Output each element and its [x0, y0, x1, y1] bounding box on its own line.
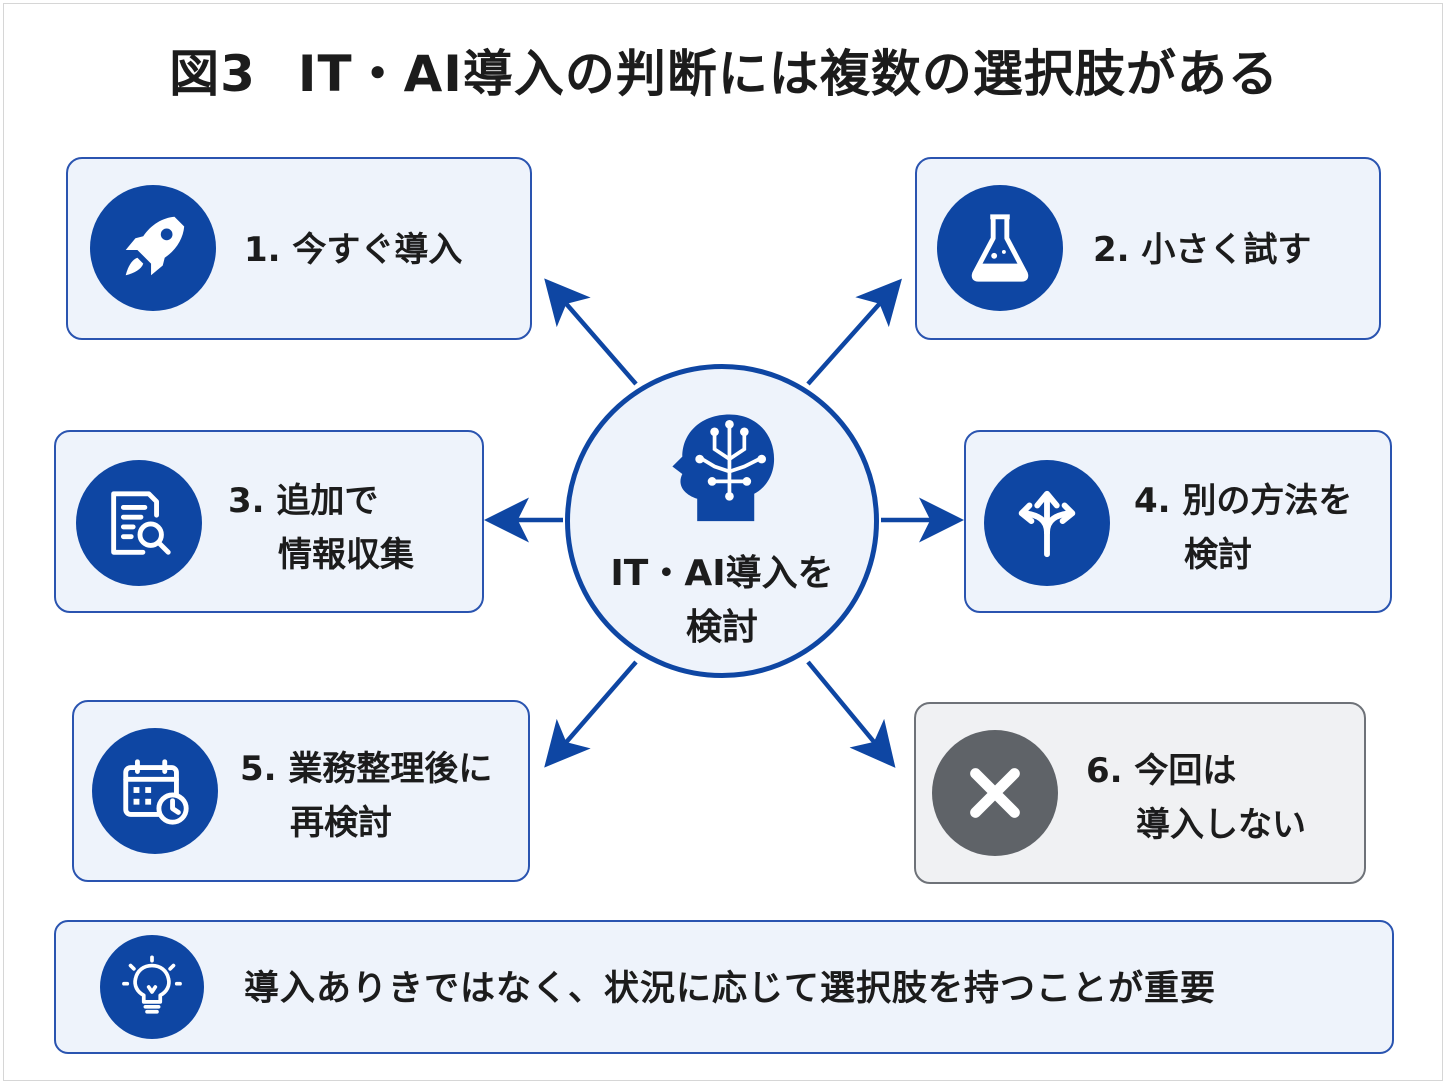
- option-card-5: 5. 業務整理後に 再検討: [72, 700, 530, 882]
- arrow-to-option-5: [544, 660, 638, 768]
- option-2-label: 2. 小さく試す: [1093, 230, 1312, 270]
- option-card-1: 1. 今すぐ導入: [66, 157, 532, 340]
- key-message-text: 導入ありきではなく、状況に応じて選択肢を持つことが重要: [244, 969, 1217, 1009]
- figure-label: 図3: [169, 45, 256, 103]
- option-6-label-line2: 導入しない: [1136, 805, 1306, 845]
- center-label-line1: IT・AI導入を: [610, 553, 834, 594]
- option-4-label-line1: 4. 別の方法を: [1134, 481, 1353, 521]
- option-card-3: 3. 追加で 情報収集: [54, 430, 484, 613]
- branching-arrows-icon: [984, 460, 1110, 586]
- option-5-label-line1: 5. 業務整理後に: [240, 749, 493, 789]
- option-3-label-line2: 情報収集: [278, 535, 414, 575]
- title-text: IT・AI導入の判断には複数の選択肢がある: [297, 45, 1279, 103]
- center-node: IT・AI導入を 検討: [565, 364, 879, 678]
- option-6-label-line1: 6. 今回は: [1086, 751, 1237, 791]
- arrow-to-option-2: [806, 278, 902, 386]
- lightbulb-icon: [100, 935, 204, 1039]
- x-mark-icon: [932, 730, 1058, 856]
- brain-circuit-head-icon: [672, 414, 775, 522]
- option-card-2: 2. 小さく試す: [915, 157, 1381, 340]
- arrow-to-option-1: [544, 278, 638, 386]
- center-label-line2: 検討: [685, 607, 758, 648]
- option-1-label: 1. 今すぐ導入: [244, 230, 463, 270]
- document-search-icon: [76, 460, 202, 586]
- key-message-banner: 導入ありきではなく、状況に応じて選択肢を持つことが重要: [54, 920, 1394, 1054]
- option-3-label-line1: 3. 追加で: [228, 481, 379, 521]
- flask-icon: [937, 185, 1063, 311]
- option-5-label-line2: 再検討: [290, 803, 392, 843]
- figure-frame: [3, 3, 1443, 1081]
- calendar-clock-icon: [92, 728, 218, 854]
- arrow-to-option-6: [806, 660, 896, 768]
- figure-title: 図3 IT・AI導入の判断には複数の選択肢がある: [0, 34, 1448, 106]
- option-card-4: 4. 別の方法を 検討: [964, 430, 1392, 613]
- option-card-6: 6. 今回は 導入しない: [914, 702, 1366, 884]
- rocket-icon: [90, 185, 216, 311]
- option-4-label-line2: 検討: [1184, 535, 1252, 575]
